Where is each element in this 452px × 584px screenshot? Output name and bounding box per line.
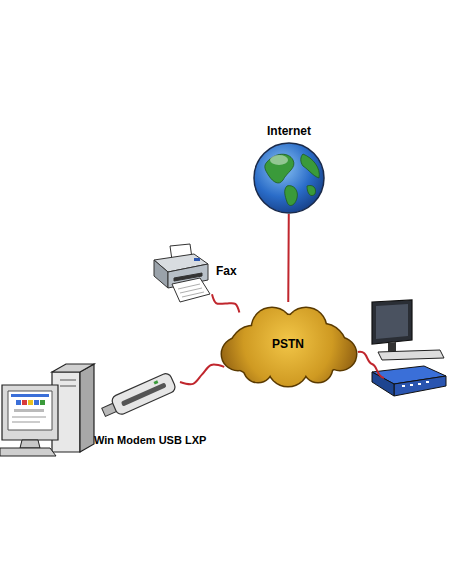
node-label: Fax — [216, 265, 237, 278]
usb-modem-part — [154, 380, 159, 384]
workstation — [372, 300, 444, 360]
internet-globe-part — [254, 143, 324, 213]
fax-printer-part — [172, 278, 210, 302]
fax-printer-part — [154, 260, 168, 288]
internet-globe-part — [301, 154, 320, 178]
pstn-cloud-part — [244, 354, 272, 382]
phone-line — [287, 214, 290, 302]
router-line — [358, 352, 384, 378]
usb-modem-part — [121, 382, 167, 406]
internet-globe-shape — [253, 142, 325, 214]
phone-line — [180, 365, 224, 385]
fax-printer-shape — [148, 244, 212, 302]
desktop-computer — [0, 364, 94, 456]
pstn-cloud-part — [304, 354, 332, 382]
usb-modem-shape — [98, 370, 180, 422]
pstn-cloud: PSTN — [214, 302, 362, 388]
router-box — [372, 366, 446, 396]
fax-printer-part — [180, 288, 202, 293]
usb-modem-part — [110, 372, 177, 416]
phone-line — [212, 294, 239, 312]
fax-printer: Fax — [148, 244, 212, 302]
node-label: PSTN — [214, 338, 362, 351]
fax-printer-part — [194, 258, 200, 261]
pstn-cloud-part — [304, 354, 332, 382]
node-label: Internet — [233, 125, 345, 138]
pstn-cloud-part — [244, 354, 272, 382]
internet-globe-part — [307, 185, 316, 195]
fax-printer-part — [178, 284, 200, 289]
pstn-cloud-part — [268, 346, 308, 386]
usb-modem: Win Modem USB LXP — [98, 370, 180, 422]
internet-globe: Internet — [253, 142, 325, 214]
usb-modem-part — [99, 372, 177, 421]
internet-globe-part — [285, 186, 298, 206]
pstn-cloud-part — [268, 346, 308, 386]
node-label: Win Modem USB LXP — [94, 434, 206, 447]
internet-globe-part — [265, 154, 294, 183]
internet-globe-part — [270, 155, 288, 165]
fax-printer-part — [182, 292, 204, 297]
